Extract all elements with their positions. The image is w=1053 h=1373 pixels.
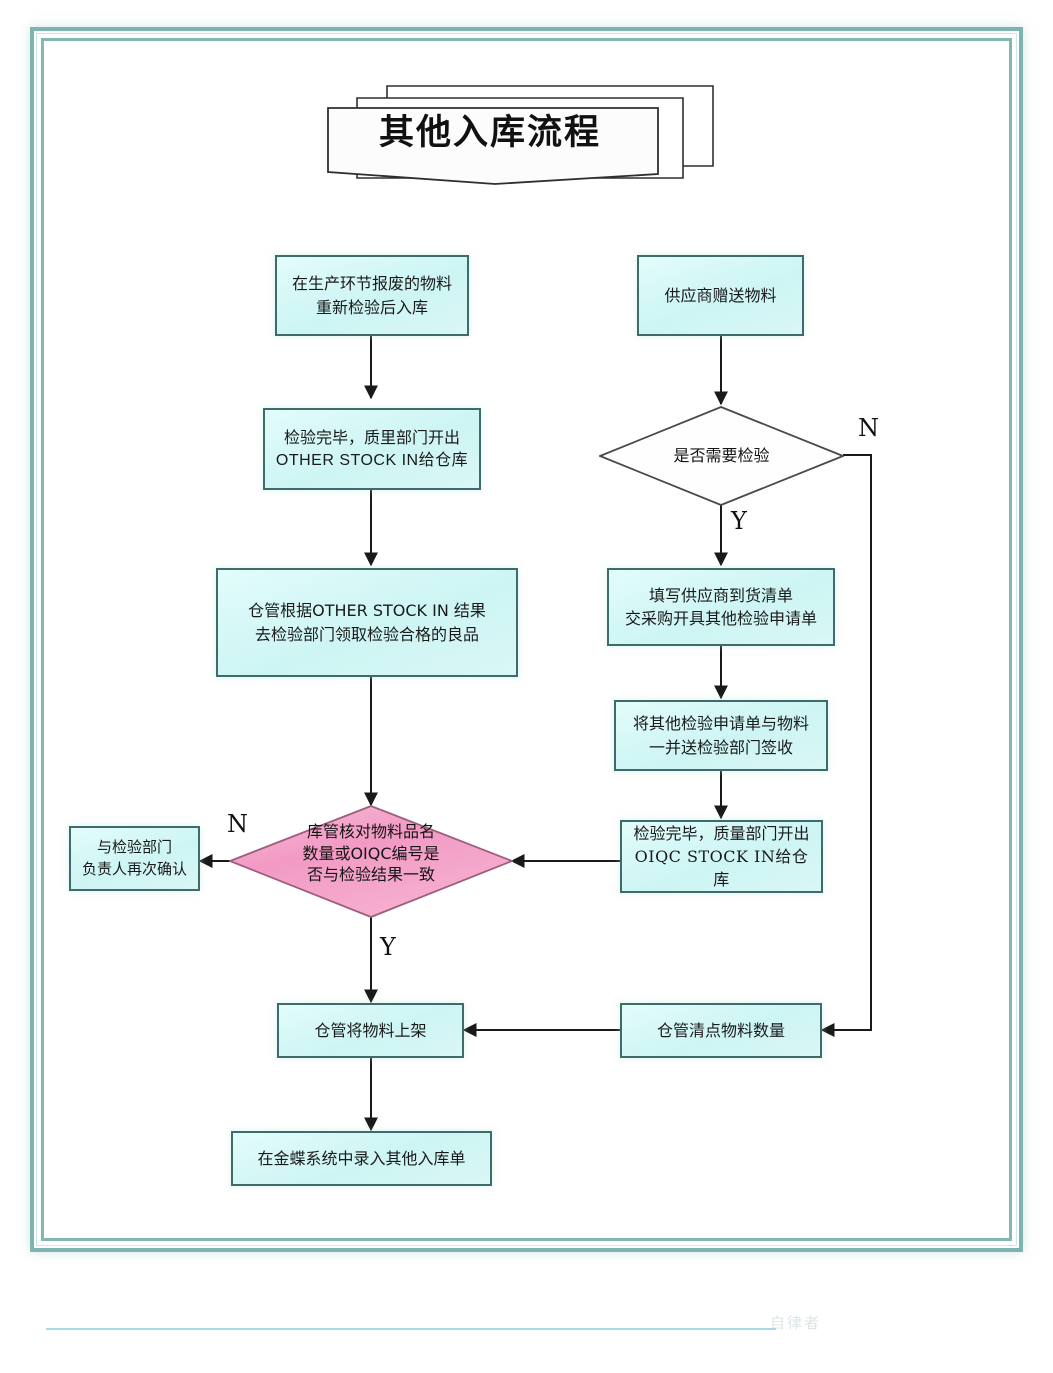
node-line: 交采购开具其他检验申请单 xyxy=(624,609,817,628)
node-line: 一并送检验部门签收 xyxy=(648,737,793,757)
edge-n5-no-n11 xyxy=(820,454,872,1037)
branch-label-verify-no: N xyxy=(227,810,248,838)
node-line: 与检验部门 xyxy=(96,837,172,856)
branch-label-need-inspection-no: N xyxy=(858,414,879,442)
node-count-material-quantity[interactable]: 仓管清点物料数量 xyxy=(620,1003,822,1058)
node-send-to-inspection-dept[interactable]: 将其他检验申请单与物料 一并送检验部门签收 xyxy=(614,700,828,771)
decorative-frame-inner xyxy=(41,38,1012,1241)
node-warehouse-collect-good-parts[interactable]: 仓管根据OTHER STOCK IN 结果 去检验部门领取检验合格的良品 xyxy=(216,568,518,677)
node-issue-other-stock-in[interactable]: 检验完毕，质里部门开出 OTHER STOCK IN给仓库 xyxy=(263,408,481,490)
decision-need-inspection[interactable]: 是否需要检验 xyxy=(599,406,844,506)
watermark-text: 自律者 xyxy=(770,1314,822,1332)
node-line: 将其他检验申请单与物料 xyxy=(632,714,809,734)
node-line: 检验完毕，质量部门开出 xyxy=(633,823,810,843)
node-line: 去检验部门领取检验合格的良品 xyxy=(254,624,479,644)
node-line: 供应商赠送物料 xyxy=(664,285,777,305)
title-banner: 其他入库流程 xyxy=(325,84,715,194)
node-line: 填写供应商到货清单 xyxy=(648,585,793,605)
branch-label-need-inspection-yes: Y xyxy=(731,507,747,535)
node-line: 重新检验后入库 xyxy=(315,297,428,317)
node-line: OIQC STOCK IN给仓库 xyxy=(634,846,809,890)
node-reconfirm-with-inspection-lead[interactable]: 与检验部门 负责人再次确认 xyxy=(69,826,200,891)
node-line: 在金蝶系统中录入其他入库单 xyxy=(257,1148,466,1168)
branch-label-verify-yes: Y xyxy=(380,933,396,961)
node-line: 负责人再次确认 xyxy=(81,859,187,878)
node-line: 仓管将物料上架 xyxy=(314,1020,427,1040)
node-line: 检验完毕，质里部门开出 xyxy=(283,427,460,447)
node-scrap-material-reinspect[interactable]: 在生产环节报废的物料 重新检验后入库 xyxy=(275,255,469,336)
page-title: 其他入库流程 xyxy=(378,112,601,153)
decorative-frame-glow xyxy=(36,33,1017,1246)
decorative-frame-outer xyxy=(30,27,1023,1252)
node-enter-in-kingdee-system[interactable]: 在金蝶系统中录入其他入库单 xyxy=(231,1131,492,1186)
bottom-divider xyxy=(46,1328,776,1330)
decision-verify-material-matches[interactable]: 库管核对物料品名 数量或OIQC编号是 否与检验结果一致 xyxy=(229,805,513,918)
node-line: 仓管根据OTHER STOCK IN 结果 xyxy=(248,601,486,621)
node-line: 在生产环节报废的物料 xyxy=(291,274,452,294)
node-line: OTHER STOCK IN给仓库 xyxy=(275,452,469,469)
node-issue-oiqc-stock-in[interactable]: 检验完毕，质量部门开出 OIQC STOCK IN给仓库 xyxy=(620,820,823,893)
node-supplier-gift-material[interactable]: 供应商赠送物料 xyxy=(637,255,804,336)
node-shelve-material[interactable]: 仓管将物料上架 xyxy=(277,1003,464,1058)
node-fill-supplier-delivery-list[interactable]: 填写供应商到货清单 交采购开具其他检验申请单 xyxy=(607,568,835,646)
node-line: 仓管清点物料数量 xyxy=(656,1020,785,1040)
